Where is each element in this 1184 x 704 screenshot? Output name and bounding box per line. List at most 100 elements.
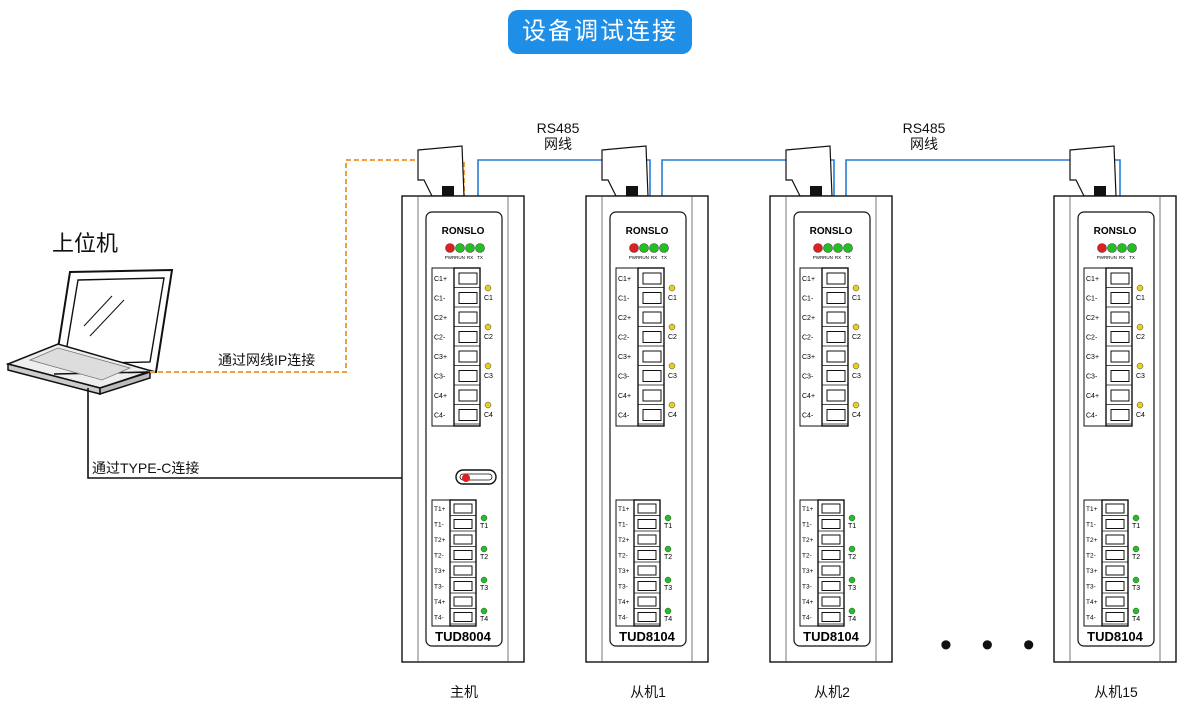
c-terminal-label: C4- [1086,413,1098,420]
c-terminal-label: C4- [618,413,630,420]
t-terminal-block [817,499,845,627]
t-terminal-slot [637,612,657,622]
t-channel-label: T3 [664,585,672,592]
status-led-pwr [629,243,639,253]
t-terminal-slot [453,612,473,622]
c-terminal-slot [1110,292,1130,304]
c-terminal-label: C3- [434,374,446,381]
c-terminal-slot [458,389,478,402]
t-terminal-slot [1105,519,1125,529]
t-terminal-slot [1105,503,1125,514]
c-terminal-label: C3- [1086,374,1098,381]
c-terminal-slot [1110,272,1130,285]
t-channel-led [848,607,856,615]
c-terminal-label: C2+ [1086,315,1099,322]
t-terminal-label: T2+ [618,537,630,544]
c-terminal-slot [642,311,662,324]
c-channel-label: C2 [484,334,493,341]
c-channel-label: C1 [484,295,493,302]
c-terminal-slot [642,389,662,402]
c-channel-led [1136,323,1144,331]
ip-connection-label: 通过网线IP连接 [218,352,316,368]
t-channel-label: T2 [1132,554,1140,561]
t-terminal-label: T2- [1086,553,1096,560]
c-terminal-slot [458,350,478,363]
c-terminal-label: C4+ [434,393,447,400]
t-terminal-slot [637,534,657,545]
c-terminal-label: C2- [1086,335,1098,342]
c-terminal-slot [1110,311,1130,324]
t-terminal-slot [821,503,841,514]
t-terminal-label: T1- [1086,522,1096,529]
c-terminal-slot [642,370,662,382]
device-model: TUD8104 [803,629,859,644]
t-terminal-label: T1- [802,522,812,529]
t-terminal-label: T3- [802,584,812,591]
c-channel-label: C4 [668,412,677,419]
c-terminal-slot [458,331,478,343]
t-terminal-label: T4- [1086,615,1096,622]
c-terminal-slot [642,292,662,304]
t-channel-led [480,514,488,522]
t-channel-led [480,576,488,584]
t-channel-label: T4 [664,616,672,623]
status-led-tx [475,243,485,253]
t-channel-led [664,514,672,522]
led-label: PWR [629,255,640,260]
t-channel-led [848,514,856,522]
t-terminal-slot [1105,550,1125,560]
t-channel-led [1132,576,1140,584]
c-terminal-labels [431,267,455,427]
c-terminal-labels [799,267,823,427]
t-terminal-label: T2+ [434,537,446,544]
din-clip-latch [1094,186,1106,198]
c-terminal-labels [615,267,639,427]
c-terminal-slot [458,311,478,324]
c-terminal-slot [458,272,478,285]
c-terminal-slot [826,409,846,421]
status-led-run [455,243,465,253]
t-terminal-block [449,499,477,627]
t-terminal-label: T2+ [802,537,814,544]
led-label: RUN [639,255,649,260]
t-terminal-label: T1+ [434,506,446,513]
t-terminal-slot [453,596,473,607]
c-terminal-label: C2+ [434,315,447,322]
led-label: PWR [813,255,824,260]
c-channel-led [668,362,676,370]
c-terminal-label: C1+ [802,276,815,283]
status-led-run [639,243,649,253]
rs485-label-2-line2: 网线 [910,136,938,152]
t-terminal-label: T2- [618,553,628,560]
t-channel-label: T3 [480,585,488,592]
c-channel-led [1136,362,1144,370]
page-title: 设备调试连接 [508,10,692,54]
ethernet-cable [150,159,465,373]
c-channel-label: C4 [852,412,861,419]
t-terminal-label: T3+ [1086,568,1098,575]
t-terminal-slot [1105,565,1125,576]
c-terminal-slot [458,292,478,304]
c-channel-label: C4 [1136,412,1145,419]
t-terminal-slot [453,503,473,514]
c-channel-label: C3 [484,373,493,380]
c-terminal-block [1105,267,1133,427]
t-terminal-slot [821,534,841,545]
c-terminal-slot [642,331,662,343]
c-terminal-label: C2+ [802,315,815,322]
t-channel-led [848,576,856,584]
c-terminal-block [637,267,665,427]
c-terminal-slot [1110,331,1130,343]
brand-logo: RONSLO [810,226,853,237]
c-channel-label: C2 [668,334,677,341]
t-channel-led [1132,545,1140,553]
t-channel-led [664,576,672,584]
c-channel-label: C3 [668,373,677,380]
c-terminal-label: C4+ [618,393,631,400]
t-terminal-slot [453,565,473,576]
din-clip-latch [626,186,638,198]
led-label: RUN [823,255,833,260]
led-label: RUN [455,255,465,260]
rs485-label-1: RS485 网线 [528,120,588,152]
